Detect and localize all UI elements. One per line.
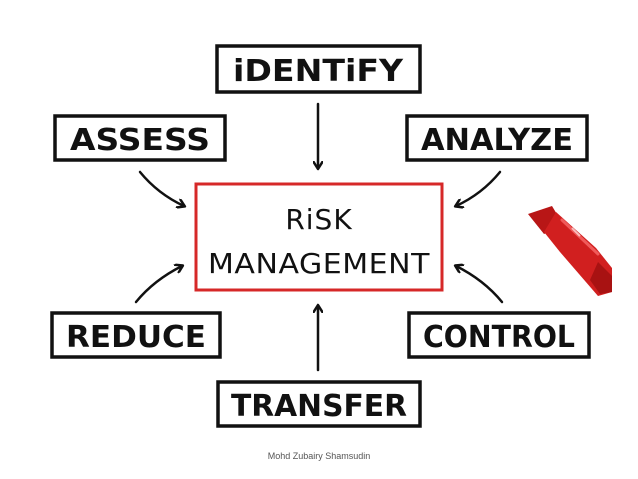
transfer-label: TRANSFER <box>231 389 407 424</box>
analyze-box: ANALYZE <box>405 114 589 162</box>
arrow-reduce-to-center <box>134 266 182 304</box>
center-title-line2: MANAGEMENT <box>208 247 430 280</box>
control-label: CONTROL <box>423 320 575 355</box>
assess-box: ASSESS <box>53 114 227 162</box>
center-title-line1: RiSK <box>285 203 352 236</box>
reduce-label: REDUCE <box>66 320 206 355</box>
assess-label: ASSESS <box>70 123 210 158</box>
arrow-assess-to-center <box>138 170 184 206</box>
reduce-box: REDUCE <box>50 311 222 359</box>
center-box-border <box>194 182 444 292</box>
author-credit: Mohd Zubairy Shamsudin <box>267 451 371 461</box>
transfer-box: TRANSFER <box>216 380 422 428</box>
arrow-control-to-center <box>456 266 504 304</box>
center-box: RiSK MANAGEMENT <box>194 182 444 292</box>
control-box: CONTROL <box>407 311 591 359</box>
identify-label: iDENTiFY <box>233 54 404 89</box>
red-marker-icon <box>528 206 612 296</box>
arrow-analyze-to-center <box>456 170 502 206</box>
identify-box: iDENTiFY <box>215 44 422 94</box>
analyze-label: ANALYZE <box>421 123 573 158</box>
